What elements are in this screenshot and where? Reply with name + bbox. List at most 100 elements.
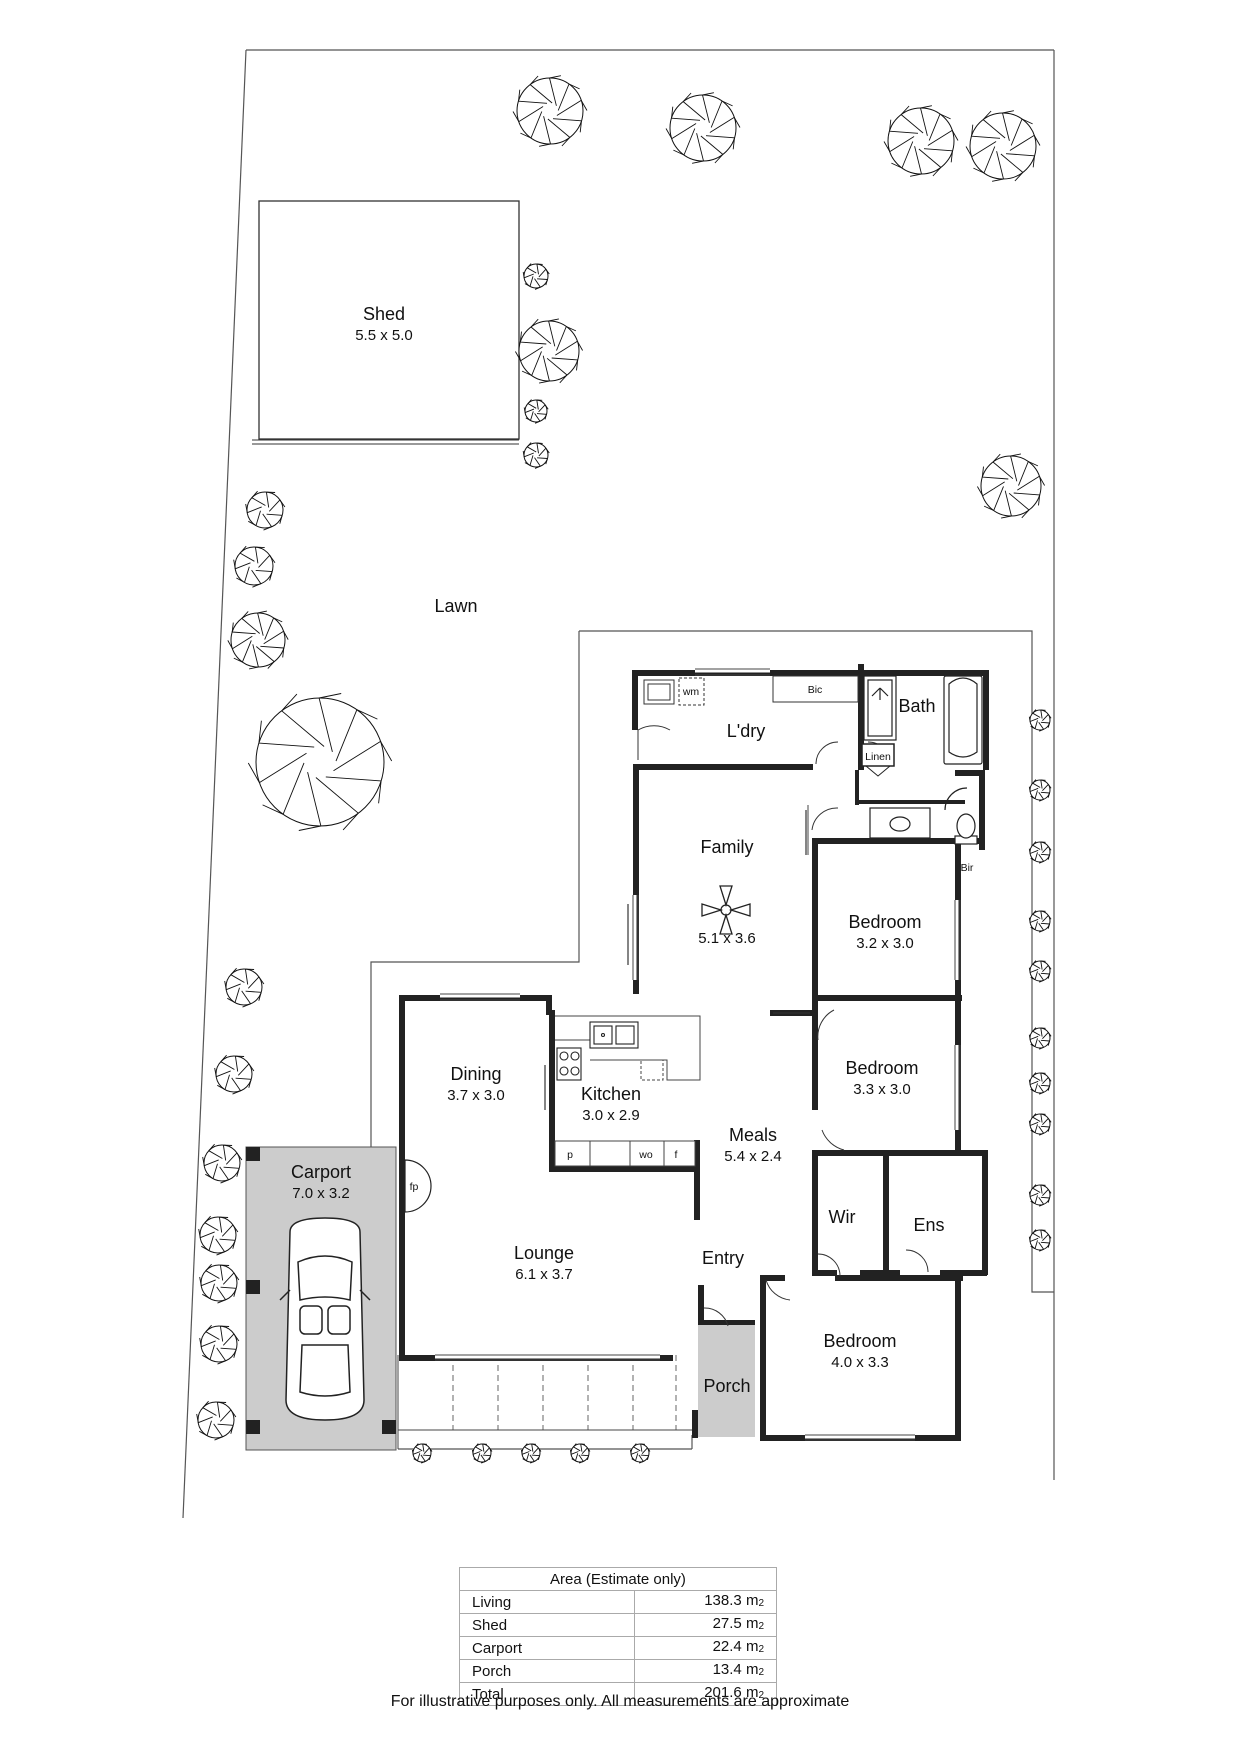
tree-icon [224,967,265,1008]
property-boundary [182,49,1055,1519]
area-unit: m [745,1592,759,1609]
bic-name: Bic [808,684,823,696]
shower-icon [863,675,897,741]
tree-icon [629,1443,651,1464]
cooktop-icon [556,1047,582,1081]
meals-dims: 5.4 x 2.4 [724,1148,782,1165]
fridge-label: f [675,1149,678,1161]
tree-icon [245,490,286,531]
area-value: 22.4 [712,1638,742,1655]
area-unit-exp: 2 [758,1667,764,1678]
bathtub-icon [943,675,983,765]
tree-icon [1028,779,1052,802]
meals-name: Meals [729,1125,777,1145]
dining-name: Dining [450,1064,501,1084]
tree-icon [214,1054,255,1095]
lawn-name: Lawn [434,596,477,616]
area-unit-exp: 2 [758,1598,764,1609]
lounge-dims: 6.1 x 3.7 [515,1266,573,1283]
area-unit: m [745,1661,759,1678]
tree-icon [1028,960,1052,983]
area-unit: m [745,1684,759,1701]
area-label: Shed [459,1613,635,1637]
house-walls [399,664,989,1441]
family-name: Family [701,837,754,857]
tree-icon [1028,1072,1052,1095]
laundry-fixtures [637,675,891,765]
tree-icon [247,693,393,831]
tree-icon [512,75,588,147]
bedroom2-name: Bedroom [845,1058,918,1078]
kitchen-dims: 3.0 x 2.9 [582,1107,640,1124]
fireplace [404,1159,432,1213]
family-dims: 5.1 x 3.6 [698,930,756,947]
tree-icon [523,399,549,424]
disclaimer-footnote: For illustrative purposes only. All meas… [390,1693,850,1710]
area-unit-exp: 2 [758,1690,764,1701]
tree-icon [227,610,289,670]
bedroom3-dims: 4.0 x 3.3 [831,1354,889,1371]
area-value: 13.4 [712,1661,742,1678]
deck-edge [397,1355,692,1449]
tree-icon [665,92,741,164]
tree-icon [883,105,959,177]
tree-icon [1028,910,1052,933]
tree-icon [199,1263,240,1304]
shed-dims: 5.5 x 5.0 [355,327,413,344]
area-unit: m [745,1638,759,1655]
area-unit-exp: 2 [758,1621,764,1632]
bedroom1-name: Bedroom [848,912,921,932]
trees [196,75,1052,1464]
lounge-name: Lounge [514,1243,574,1263]
bedroom2-dims: 3.3 x 3.0 [853,1081,911,1098]
tree-icon [233,545,276,588]
carport-posts [246,1147,396,1434]
area-label: Carport [459,1636,635,1660]
area-label: Total [459,1682,635,1706]
tree-icon [199,1324,240,1365]
table-row: Carport 22.4 m2 [459,1636,777,1660]
bedroom1-dims: 3.2 x 3.0 [856,935,914,952]
porch-area [698,1325,755,1437]
tree-icon [522,263,550,290]
tree-icon [1028,841,1052,864]
linen-cupboard [861,743,895,777]
entry-name: Entry [702,1248,744,1268]
area-label: Living [459,1590,635,1614]
tree-icon [520,1443,542,1464]
tree-icon [196,1400,237,1441]
tree-icon [471,1443,493,1464]
linen-name: Linen [865,751,891,763]
tree-icon [198,1215,239,1256]
tree-icon [411,1443,433,1464]
tree-icon [1028,1184,1052,1207]
fireplace-label: fp [410,1181,419,1193]
deck-slats [452,1355,677,1430]
area-value: 138.3 [704,1592,742,1609]
basin-icon [869,807,931,839]
tree-icon [1028,1027,1052,1050]
pantry-label: p [567,1149,573,1161]
shed-name: Shed [363,304,405,324]
sink-icon [589,1021,639,1049]
kitchen-bench [554,1015,701,1167]
sliding-door [544,810,807,1110]
windows [435,667,961,1441]
area-unit-exp: 2 [758,1644,764,1655]
door-swing-icon [703,807,929,1327]
tree-icon [202,1143,243,1184]
tree-icon [965,110,1041,182]
bir-name: Bir [961,862,974,874]
tree-icon [1028,1113,1052,1136]
table-row: Living 138.3 m2 [459,1590,777,1614]
ensuite-name: Ens [913,1215,944,1235]
room-labels: Shed 5.5 x 5.0 Lawn L'dry Bath Linen Bic… [291,304,974,1396]
ceiling-fan-icon [701,885,751,935]
bedroom3-name: Bedroom [823,1331,896,1351]
tree-icon [977,453,1045,519]
kitchen-name: Kitchen [581,1084,641,1104]
